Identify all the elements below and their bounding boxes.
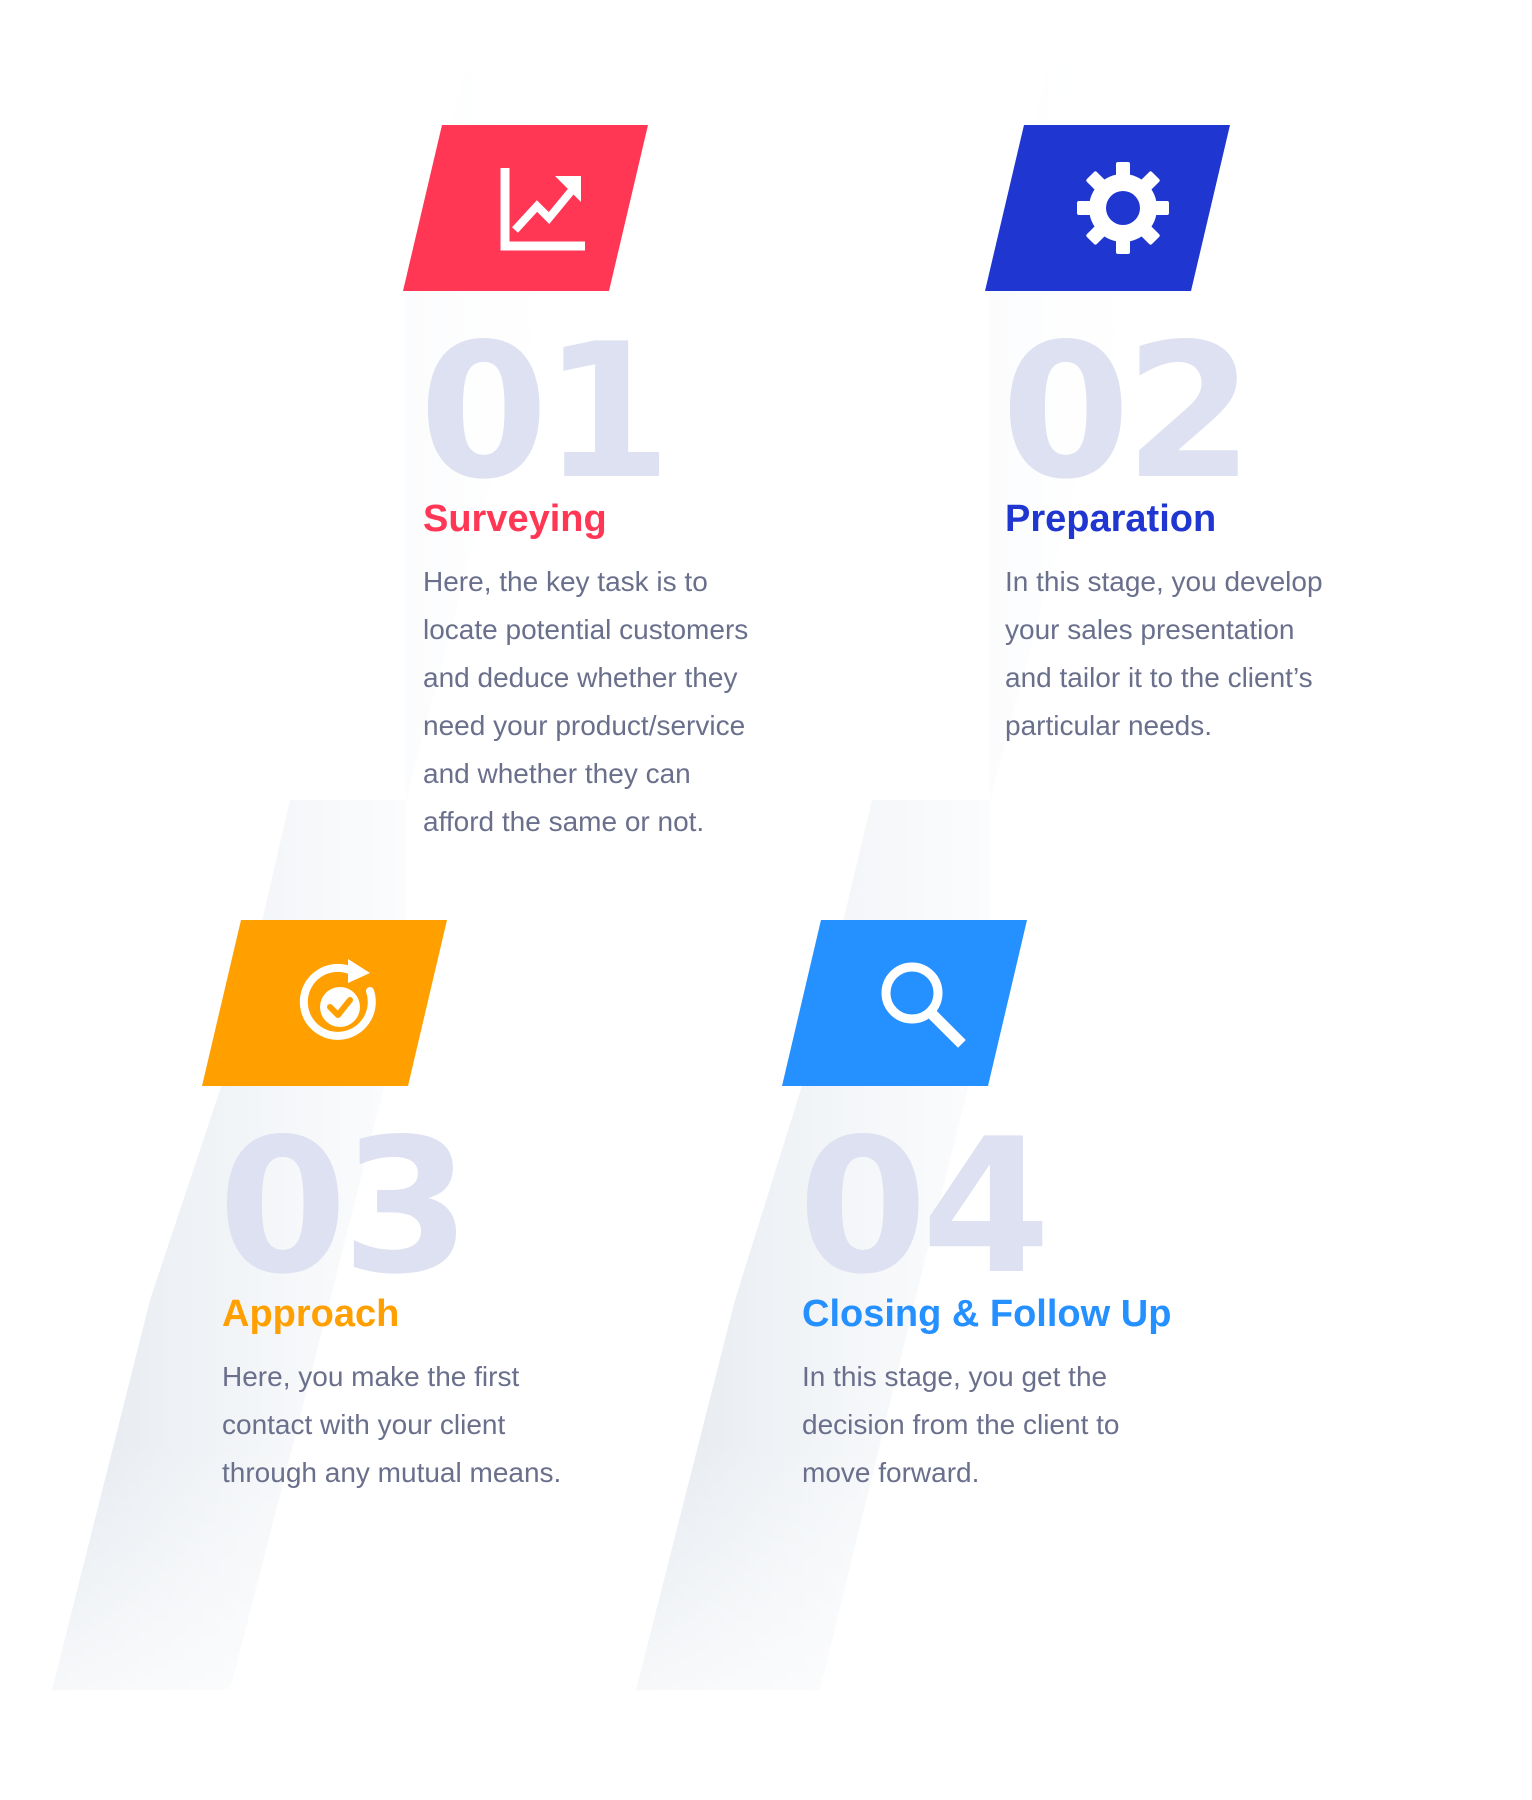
step-badge [985, 125, 1230, 291]
description-line: locate potential customers [423, 614, 749, 645]
description-line: contact with your client [222, 1409, 506, 1440]
step-title: Preparation [1005, 498, 1217, 540]
description-line: afford the same or not. [423, 806, 705, 837]
step-number: 03 [218, 1098, 471, 1315]
description-line: need your product/service [423, 710, 746, 741]
growth-chart-icon [493, 160, 589, 256]
description-line: your sales presentation [1005, 614, 1295, 645]
step-description: Here, the key task is to locate potential… [423, 558, 803, 846]
description-line: decision from the client to [802, 1409, 1120, 1440]
step-description: In this stage, you develop your sales pre… [1005, 558, 1385, 750]
description-line: Here, the key task is to [423, 566, 708, 597]
search-icon [872, 955, 968, 1051]
step-badge [202, 920, 447, 1086]
description-line: move forward. [802, 1457, 980, 1488]
step-badge [782, 920, 1027, 1086]
description-line: In this stage, you get the [802, 1361, 1108, 1392]
gear-icon [1075, 160, 1171, 256]
description-line: and whether they can [423, 758, 691, 789]
step-number: 02 [1001, 303, 1254, 520]
step-title: Closing & Follow Up [802, 1293, 1172, 1335]
step-number: 01 [419, 303, 672, 520]
description-line: and tailor it to the client’s [1005, 662, 1313, 693]
target-check-icon [292, 955, 388, 1051]
description-line: In this stage, you develop [1005, 566, 1323, 597]
step-title: Approach [222, 1293, 400, 1335]
description-line: particular needs. [1005, 710, 1213, 741]
description-line: Here, you make the first [222, 1361, 520, 1392]
step-description: In this stage, you get the decision from … [802, 1353, 1182, 1497]
step-badge [403, 125, 648, 291]
description-line: through any mutual means. [222, 1457, 562, 1488]
step-description: Here, you make the first contact with you… [222, 1353, 602, 1497]
step-number: 04 [798, 1098, 1051, 1315]
description-line: and deduce whether they [423, 662, 738, 693]
step-title: Surveying [423, 498, 607, 540]
